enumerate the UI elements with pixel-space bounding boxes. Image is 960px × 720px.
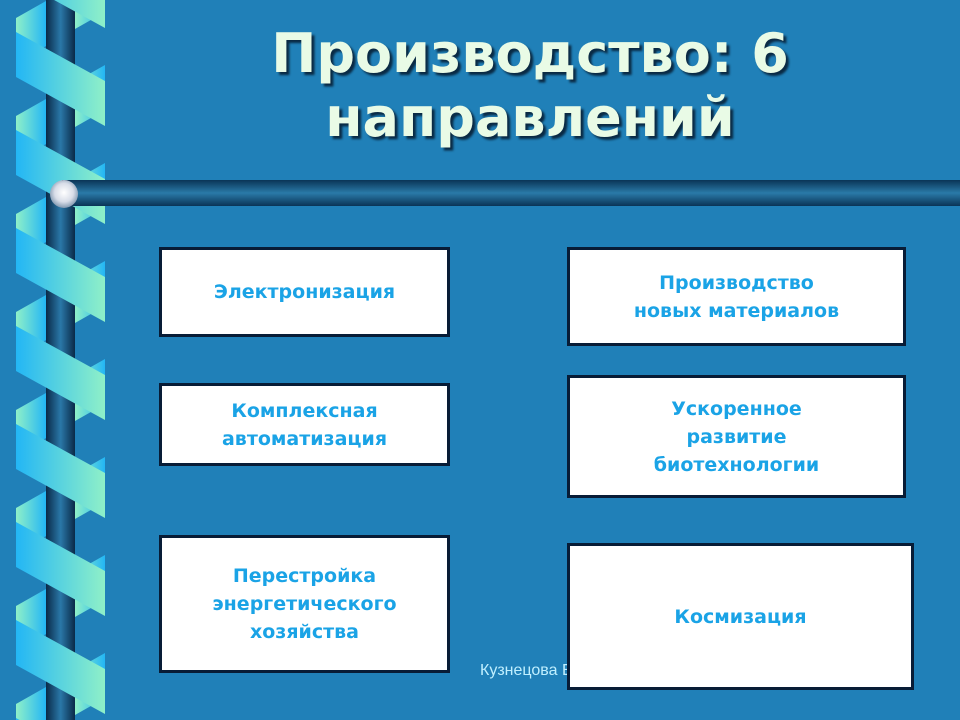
box-electronization: Электронизация (159, 247, 450, 337)
title-line-2: направлений (325, 86, 735, 149)
box-energy: Перестройка энергетического хозяйства (159, 535, 450, 673)
footer-author: Кузнецова Е (480, 662, 573, 679)
box-cosmization: Космизация (567, 543, 914, 690)
title-line-1: Производство: 6 (271, 22, 789, 85)
bar-knob (50, 180, 78, 208)
box-automation: Комплексная автоматизация (159, 383, 450, 466)
box-materials: Производство новых материалов (567, 247, 906, 346)
decorative-ribbon (0, 0, 110, 720)
horizontal-bar (62, 180, 960, 206)
box-biotech: Ускоренное развитие биотехнологии (567, 375, 906, 498)
slide-title: Производство: 6 направлений (200, 22, 860, 150)
